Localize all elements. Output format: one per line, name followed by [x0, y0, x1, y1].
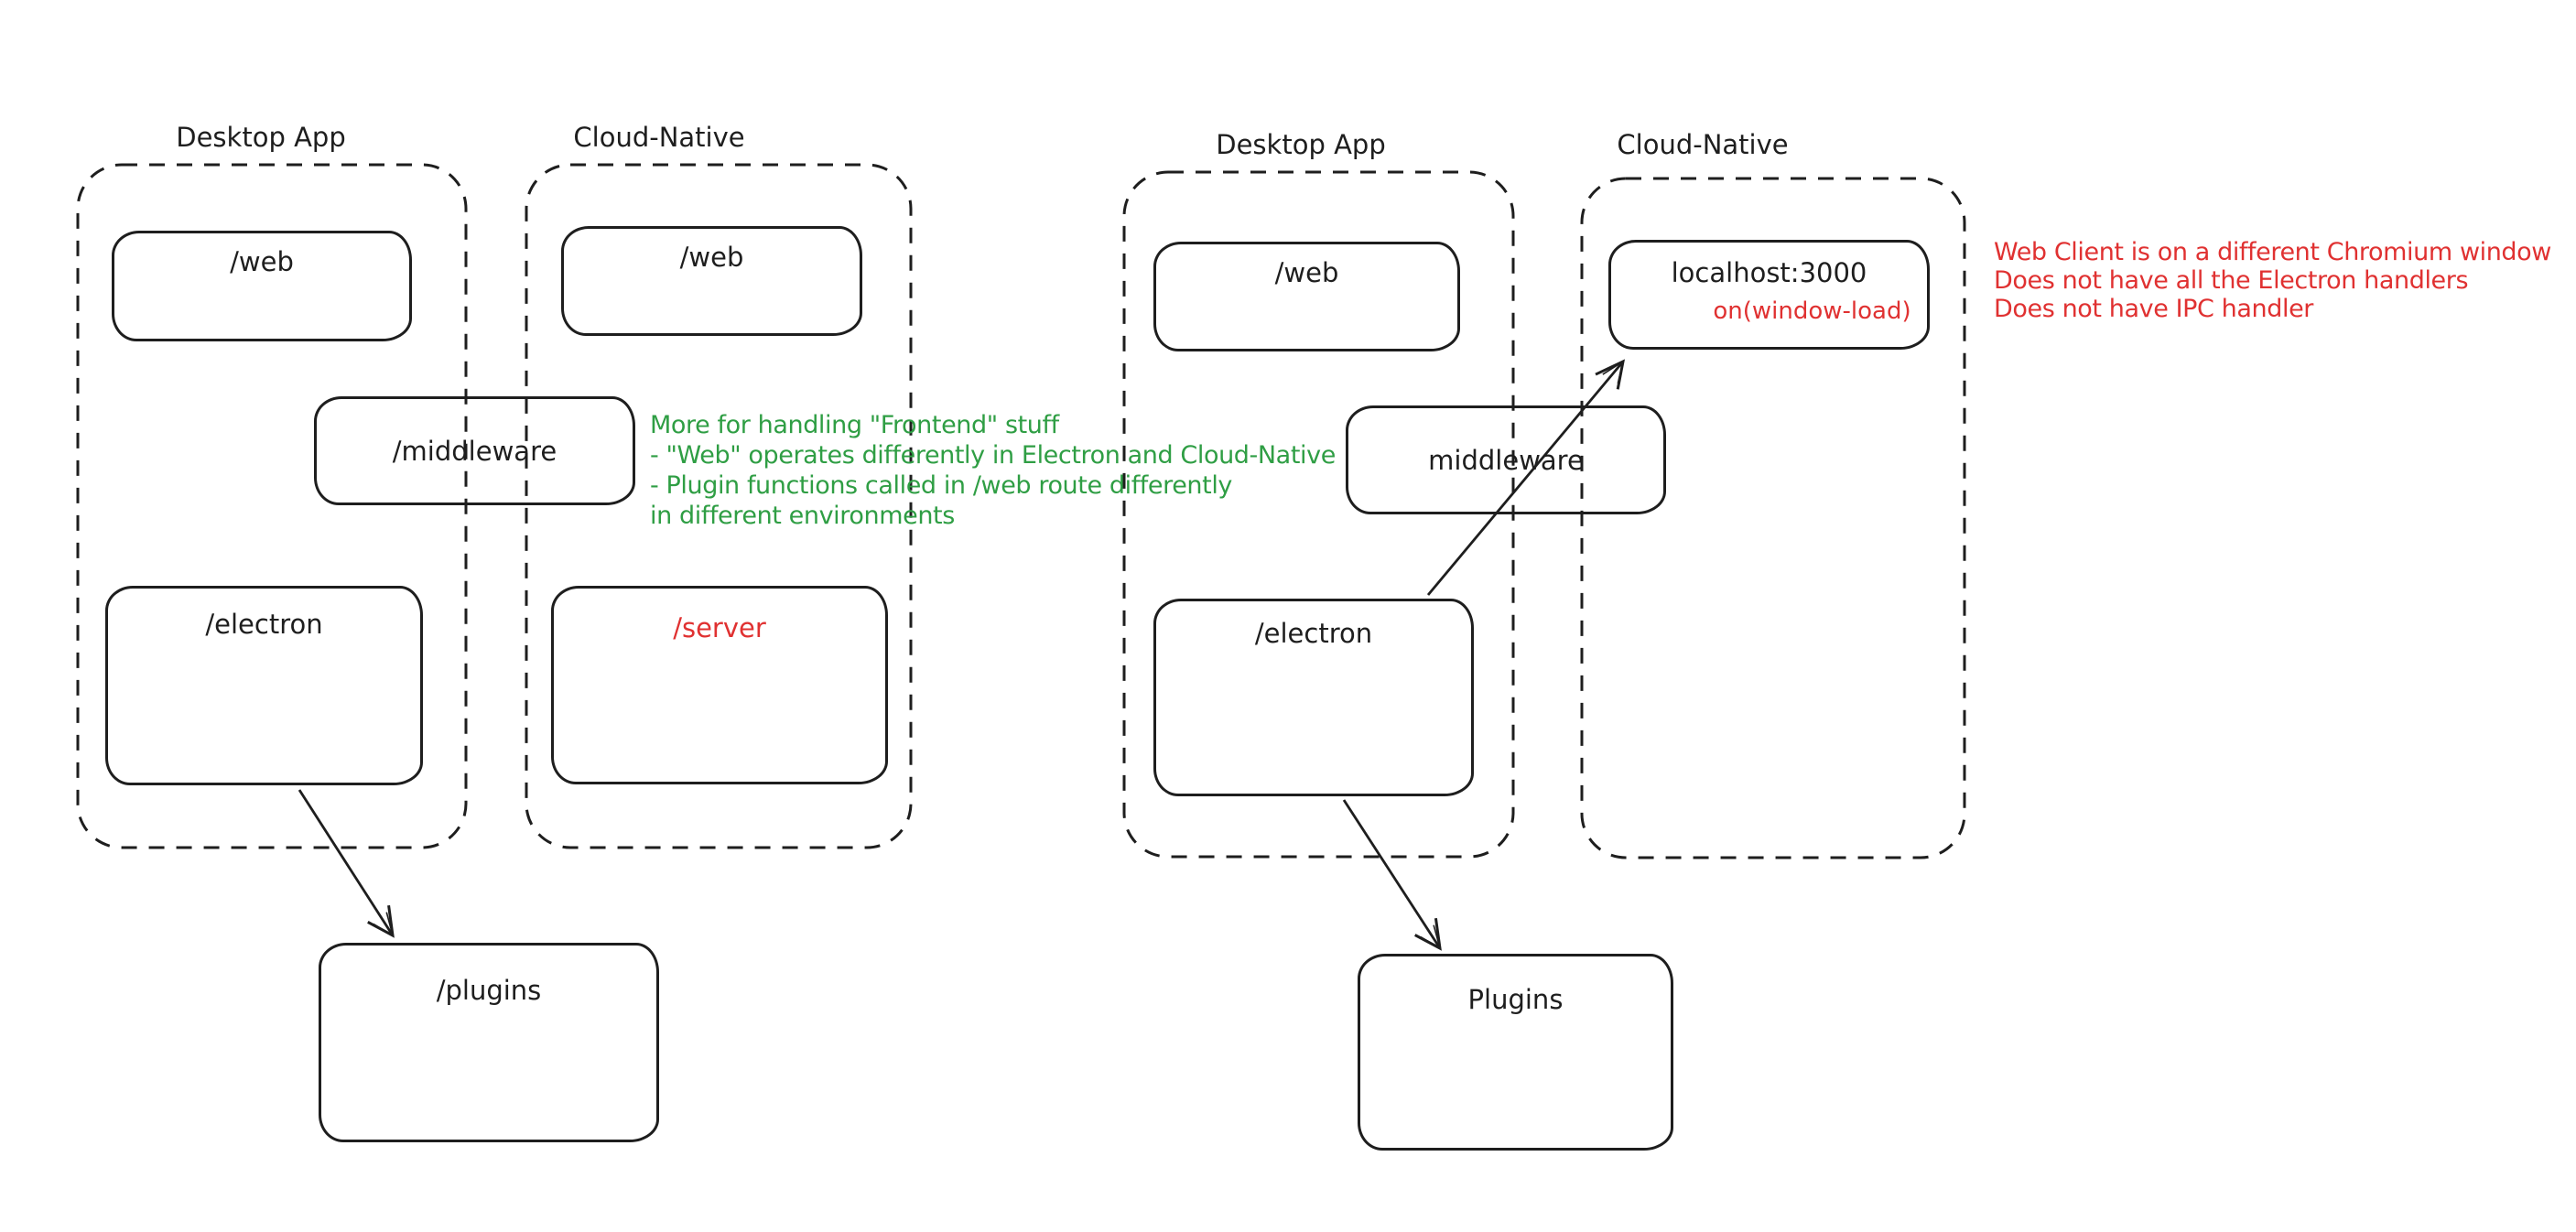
note-red-line-3: Does not have IPC handler: [1994, 295, 2314, 323]
node-electron-left-label: /electron: [205, 609, 323, 640]
node-web-desktop-left-label: /web: [230, 246, 294, 277]
note-green-line-1: More for handling "Frontend" stuff: [650, 411, 1059, 439]
arrow-electron-to-plugins-left[interactable]: [298, 789, 395, 938]
node-middleware-left-label: /middleware: [392, 435, 557, 467]
node-middleware-right-label: middleware: [1428, 444, 1584, 476]
note-green-line-3: - Plugin functions called in /web route …: [650, 471, 1233, 500]
node-server[interactable]: /server: [551, 586, 888, 784]
node-web-cloud-left[interactable]: /web: [561, 226, 862, 336]
node-plugins-left-label: /plugins: [436, 975, 542, 1006]
group-label-cloud-right[interactable]: Cloud-Native: [1617, 129, 1789, 160]
node-localhost-3000-title: localhost:3000: [1671, 257, 1867, 288]
group-label-cloud-left[interactable]: Cloud-Native: [573, 122, 745, 153]
node-middleware-left[interactable]: /middleware: [314, 396, 635, 505]
arrow-electron-to-localhost[interactable]: [1426, 359, 1626, 596]
node-electron-right-label: /electron: [1254, 618, 1373, 649]
node-web-desktop-left[interactable]: /web: [112, 231, 412, 341]
group-outline-desktop-left[interactable]: [76, 163, 468, 849]
arrow-electron-to-plugins-right[interactable]: [1342, 799, 1442, 951]
node-electron-left[interactable]: /electron: [105, 586, 423, 785]
node-web-right[interactable]: /web: [1153, 242, 1460, 351]
note-red-web-client[interactable]: Web Client is on a different Chromium wi…: [1994, 238, 2551, 323]
group-outline-cloud-left[interactable]: [525, 163, 913, 849]
note-green-line-4: in different environments: [650, 502, 955, 530]
group-label-desktop-right[interactable]: Desktop App: [1216, 129, 1386, 160]
node-electron-right[interactable]: /electron: [1153, 599, 1474, 796]
node-plugins-left[interactable]: /plugins: [319, 943, 659, 1142]
note-green-line-2: - "Web" operates differently in Electron…: [650, 441, 1336, 470]
note-red-line-1: Web Client is on a different Chromium wi…: [1994, 238, 2551, 266]
group-outline-desktop-right[interactable]: [1122, 170, 1515, 859]
node-plugins-right-label: Plugins: [1467, 984, 1564, 1015]
node-middleware-right[interactable]: middleware: [1346, 405, 1666, 514]
note-red-line-2: Does not have all the Electron handlers: [1994, 266, 2469, 295]
node-localhost-3000[interactable]: localhost:3000 on(window-load): [1608, 240, 1930, 350]
node-server-label: /server: [673, 612, 766, 643]
node-web-cloud-left-label: /web: [679, 242, 744, 273]
note-green-frontend[interactable]: More for handling "Frontend" stuff - "We…: [650, 410, 1336, 531]
group-label-desktop-left[interactable]: Desktop App: [176, 122, 346, 153]
node-web-right-label: /web: [1274, 257, 1339, 288]
node-plugins-right[interactable]: Plugins: [1358, 954, 1673, 1151]
group-outline-cloud-right[interactable]: [1580, 177, 1966, 859]
node-localhost-3000-event: on(window-load): [1713, 297, 1911, 325]
